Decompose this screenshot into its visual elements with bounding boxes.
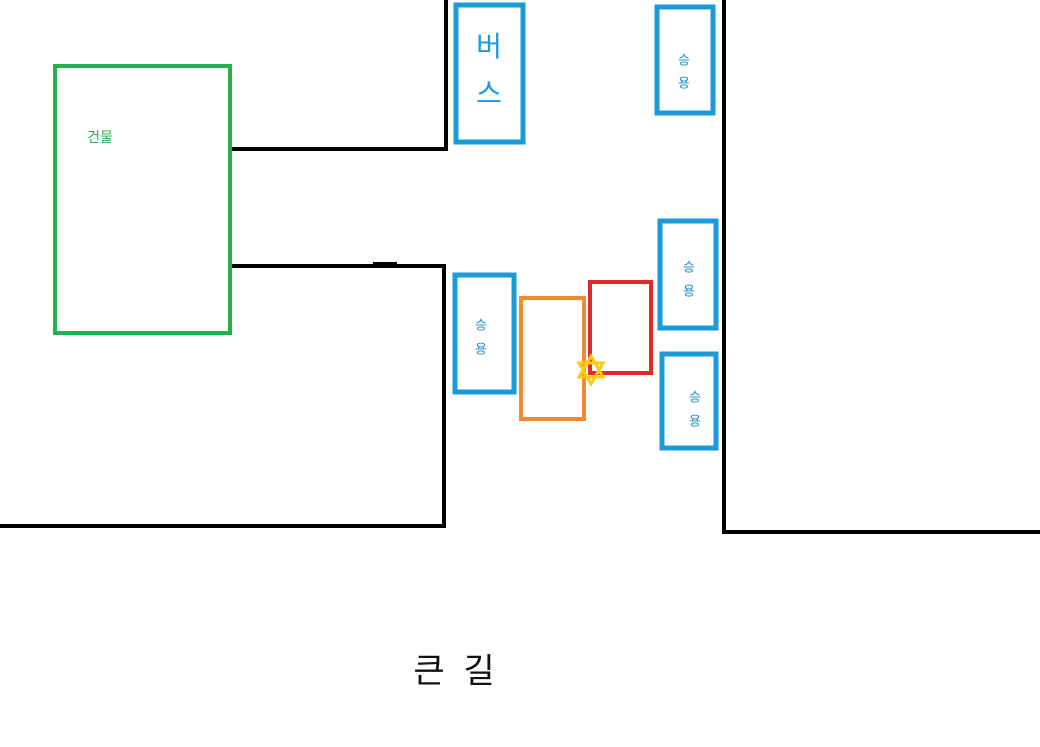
car-rect-2 <box>657 218 719 331</box>
car-rect-3 <box>659 351 719 451</box>
red-vehicle <box>588 280 653 375</box>
car-label: 용 <box>689 414 701 430</box>
car-label: 용 <box>683 284 695 300</box>
bus-label-1: 버 <box>476 30 502 63</box>
car-label: 승 <box>678 53 690 69</box>
building-label: 건물 <box>87 130 113 146</box>
car-label: 승 <box>689 390 701 406</box>
bus-rect <box>453 2 526 145</box>
upper-left-curb <box>231 0 448 151</box>
car-rect-4 <box>452 272 517 395</box>
car-label: 용 <box>475 342 487 358</box>
bus-label-2: 스 <box>476 77 502 110</box>
building-rect <box>53 64 232 335</box>
car-label: 용 <box>678 76 690 92</box>
road-boundaries <box>0 0 1040 534</box>
car-rect-1 <box>654 4 716 116</box>
car-label: 승 <box>683 260 695 276</box>
orange-vehicle <box>519 296 586 421</box>
star-icon <box>576 352 606 388</box>
main-road-label: 큰 길 <box>413 651 499 692</box>
lower-left-curb <box>0 264 446 528</box>
car-label: 승 <box>475 318 487 334</box>
right-curb <box>722 0 1040 534</box>
